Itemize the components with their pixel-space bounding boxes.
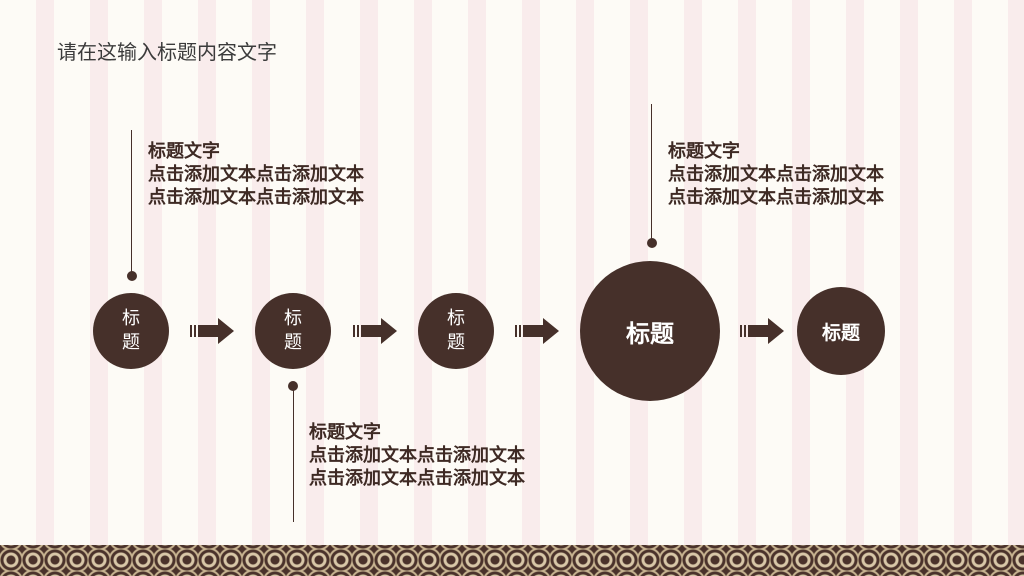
callout-text-line: 点击添加文本点击添加文本 xyxy=(148,187,364,208)
step-3-circle: 标题 xyxy=(418,293,494,369)
step-4-label: 标题 xyxy=(626,319,674,348)
striped-background xyxy=(0,0,1024,545)
connector-line xyxy=(293,386,294,522)
callout-text-line: 点击添加文本点击添加文本 xyxy=(668,164,884,185)
callout-3: 标题文字 点击添加文本点击添加文本 点击添加文本点击添加文本 xyxy=(668,140,884,209)
step-1-label: 标题 xyxy=(122,308,140,353)
arrow-right-icon xyxy=(740,318,784,344)
callout-heading: 标题文字 xyxy=(668,141,740,162)
slide-title: 请在这输入标题内容文字 xyxy=(57,40,277,64)
callout-text-line: 点击添加文本点击添加文本 xyxy=(668,187,884,208)
arrow-right-icon xyxy=(190,318,234,344)
callout-text-line: 点击添加文本点击添加文本 xyxy=(309,468,525,489)
step-2-label: 标题 xyxy=(284,308,302,353)
step-5-circle: 标题 xyxy=(797,287,885,375)
callout-heading: 标题文字 xyxy=(148,141,220,162)
arrow-right-icon xyxy=(353,318,397,344)
connector-dot xyxy=(127,271,137,281)
decorative-pattern-band xyxy=(0,545,1024,576)
callout-2: 标题文字 点击添加文本点击添加文本 点击添加文本点击添加文本 xyxy=(309,421,525,490)
callout-heading: 标题文字 xyxy=(309,422,381,443)
step-5-label: 标题 xyxy=(821,321,860,344)
step-3-label: 标题 xyxy=(447,308,465,353)
callout-text-line: 点击添加文本点击添加文本 xyxy=(148,164,364,185)
arrow-right-icon xyxy=(515,318,559,344)
connector-dot xyxy=(647,238,657,248)
callout-text-line: 点击添加文本点击添加文本 xyxy=(309,445,525,466)
step-1-circle: 标题 xyxy=(93,293,169,369)
callout-1: 标题文字 点击添加文本点击添加文本 点击添加文本点击添加文本 xyxy=(148,140,364,209)
connector-line xyxy=(651,104,652,243)
step-4-circle: 标题 xyxy=(580,261,720,401)
step-2-circle: 标题 xyxy=(255,293,331,369)
connector-dot xyxy=(288,381,298,391)
connector-line xyxy=(131,130,132,276)
